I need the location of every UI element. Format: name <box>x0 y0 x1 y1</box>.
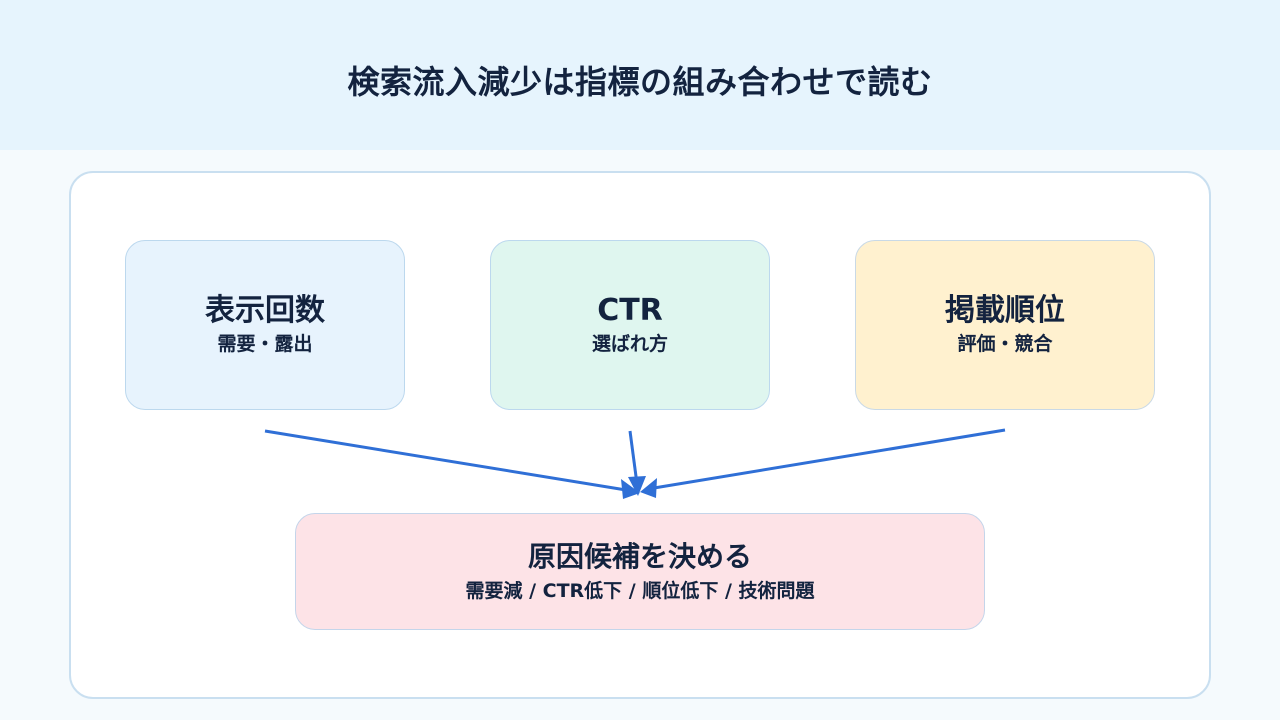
cause-card: 原因候補を決める 需要減 / CTR低下 / 順位低下 / 技術問題 <box>295 513 985 630</box>
page-title: 検索流入減少は指標の組み合わせで読む <box>347 63 933 101</box>
rank-card: 掲載順位 評価・競合 <box>855 240 1155 410</box>
impressions-subtitle: 需要・露出 <box>217 333 313 355</box>
ctr-card: CTR 選ばれ方 <box>490 240 770 410</box>
cause-title: 原因候補を決める <box>527 539 752 573</box>
ctr-subtitle: 選ばれ方 <box>591 333 668 355</box>
impressions-title: 表示回数 <box>205 293 325 328</box>
rank-subtitle: 評価・競合 <box>957 333 1053 355</box>
header-band: 検索流入減少は指標の組み合わせで読む <box>0 0 1280 150</box>
cause-subtitle: 需要減 / CTR低下 / 順位低下 / 技術問題 <box>465 579 815 602</box>
rank-title: 掲載順位 <box>945 293 1065 328</box>
impressions-card: 表示回数 需要・露出 <box>125 240 405 410</box>
ctr-title: CTR <box>597 293 663 328</box>
